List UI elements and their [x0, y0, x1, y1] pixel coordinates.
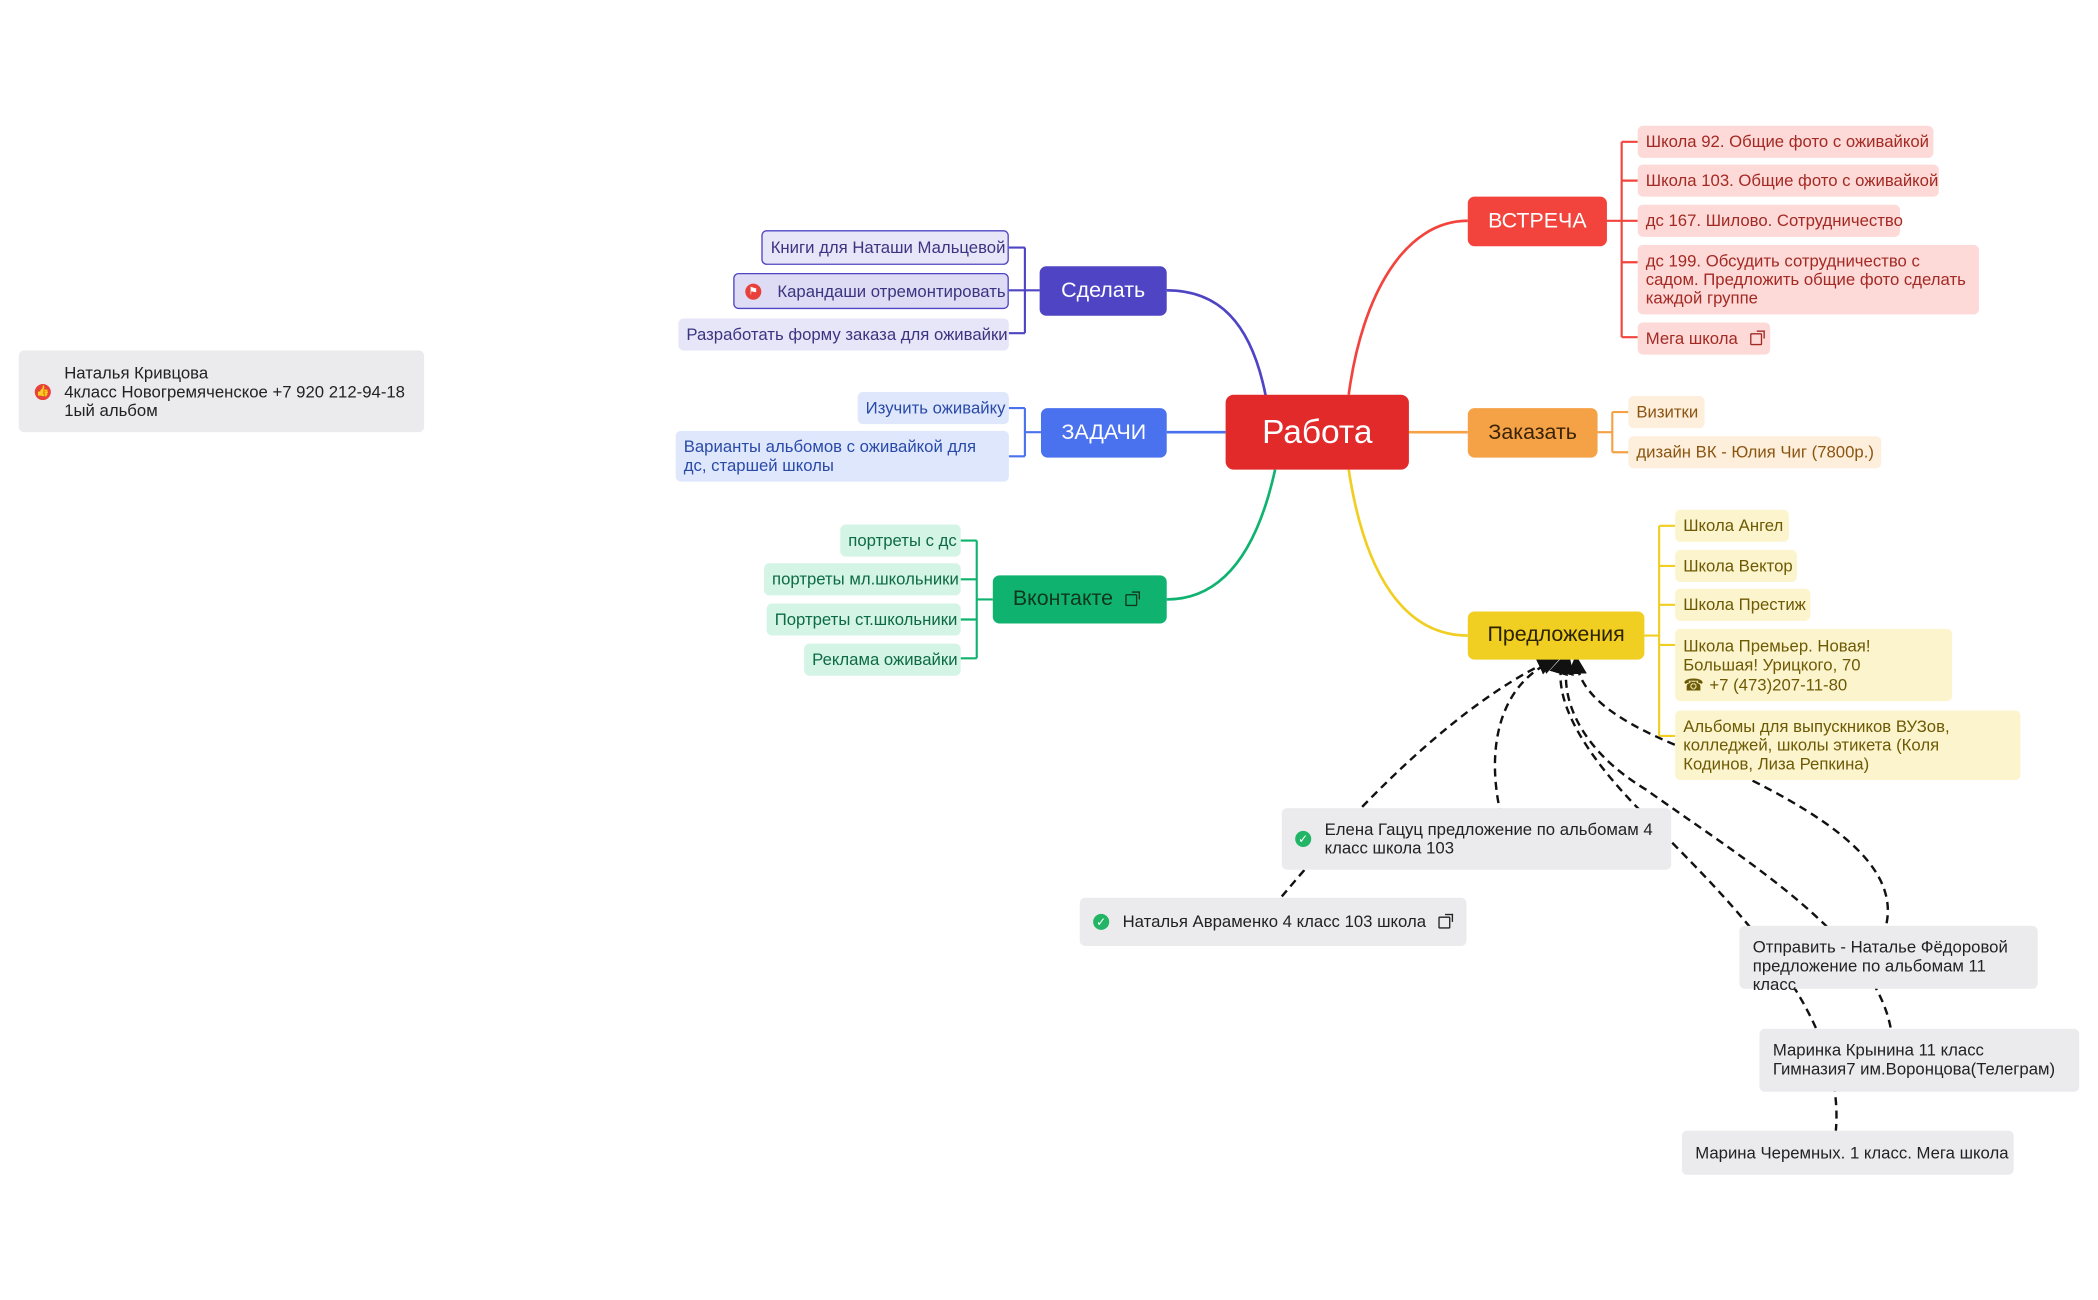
branch-vstrecha[interactable]: ВСТРЕЧА [1467, 196, 1607, 247]
link-vstrecha [1347, 219, 1468, 395]
topic-izuchit[interactable]: Изучить оживайку [857, 392, 1009, 425]
topic-shkola-prestizh-label: Школа Престиж [1683, 595, 1806, 615]
floating-natalya-krivtsova-line2: 4класс Новогремяченское +7 920 212-94-18 [64, 381, 405, 401]
floating-natalya-krivtsova-line3: 1ый альбом [64, 400, 158, 420]
central-topic-label: Работа [1262, 412, 1373, 451]
topic-knigi-label: Книги для Наташи Мальцевой [770, 238, 1006, 257]
relation-marina-ch [1549, 655, 1838, 1133]
branch-zakazat-label: Заказать [1488, 420, 1577, 444]
topic-portrety-ds[interactable]: портреты с дс [840, 524, 961, 557]
topic-ds-167[interactable]: дс 167. Шилово. Сотрудничество [1637, 204, 1903, 237]
branch-zadachi[interactable]: ЗАДАЧИ [1040, 408, 1167, 458]
external-link-icon[interactable] [1749, 329, 1765, 345]
topic-portrety-st-label: Портреты ст.школьники [774, 610, 958, 629]
topic-karandashi-label: Карандаши отремонтировать [777, 281, 1006, 301]
topic-vizitki-label: Визитки [1636, 402, 1699, 422]
topic-mega-shkola[interactable]: Мега школа [1637, 322, 1771, 355]
topic-karandashi[interactable]: ⚑ Карандаши отремонтировать [733, 272, 1009, 310]
floating-marinka-label: Маринка Крынина 11 класс Гимназия7 им.Во… [1772, 1040, 2056, 1079]
topic-dizain-vk-label: дизайн ВК - Юлия Чиг (7800р.) [1636, 442, 1874, 462]
topic-reklama-label: Реклама оживайки [812, 650, 958, 669]
floating-otpravit[interactable]: Отправить - Наталье Фёдоровой предложени… [1739, 925, 2038, 994]
floating-marina-cheremnykh-label: Марина Черемных. 1 класс. Мега школа [1695, 1143, 2009, 1163]
link-vkontakte [1166, 469, 1277, 601]
link-predlozheniya [1347, 469, 1468, 637]
thumbs-up-icon: 👍 [34, 383, 51, 400]
flag-icon: ⚑ [745, 282, 762, 300]
topic-varianty-label: Варианты альбомов с оживайкой для дс, ст… [683, 437, 977, 475]
topic-razrabotat[interactable]: Разработать форму заказа для оживайки [678, 318, 1009, 351]
topic-shkola-103-label: Школа 103. Общие фото с оживайкой [1645, 171, 1939, 190]
floating-natalya-krivtsova[interactable]: 👍 Наталья Кривцова 4класс Новогремяченск… [18, 350, 425, 433]
topic-portrety-ml[interactable]: портреты мл.школьники [763, 563, 961, 596]
topic-shkola-premier-phone-number: +7 (473)207-11-80 [1709, 675, 1848, 695]
floating-marinka[interactable]: Маринка Крынина 11 класс Гимназия7 им.Во… [1759, 1028, 2080, 1092]
topic-shkola-angel-label: Школа Ангел [1683, 516, 1784, 536]
topic-vizitki[interactable]: Визитки [1628, 396, 1705, 429]
relation-elena [1493, 656, 1561, 817]
topic-portrety-st[interactable]: Портреты ст.школьники [766, 603, 961, 636]
topic-portrety-ds-label: портреты с дс [848, 531, 957, 550]
topic-shkola-vektor-label: Школа Вектор [1683, 556, 1793, 576]
floating-marina-cheremnykh[interactable]: Марина Черемных. 1 класс. Мега школа [1681, 1130, 2014, 1175]
floating-elena-label: Елена Гацуц предложение по альбомам 4 кл… [1324, 820, 1653, 858]
topic-knigi[interactable]: Книги для Наташи Мальцевой [761, 230, 1009, 265]
phone-icon: ☎ [1683, 675, 1705, 695]
topic-shkola-premier-phone: ☎+7 (473)207-11-80 [1683, 676, 1847, 695]
relation-otpravit [1567, 654, 1890, 924]
floating-natalya-avramenko[interactable]: ✓ Наталья Авраменко 4 класс 103 школа [1079, 897, 1467, 946]
link-sdelat [1166, 289, 1268, 397]
branch-predlozheniya-label: Предложения [1487, 623, 1625, 647]
branch-vkontakte-label: Вконтакте [1012, 587, 1114, 611]
relation-marinka [1555, 654, 1892, 1028]
branch-zadachi-label: ЗАДАЧИ [1061, 420, 1147, 444]
topic-portrety-ml-label: портреты мл.школьники [772, 569, 959, 589]
external-link-icon[interactable] [1125, 590, 1140, 606]
topic-ds-167-label: дс 167. Шилово. Сотрудничество [1645, 211, 1903, 231]
topic-reklama[interactable]: Реклама оживайки [804, 643, 961, 676]
topic-shkola-angel[interactable]: Школа Ангел [1675, 509, 1789, 542]
topic-shkola-premier[interactable]: Школа Премьер. Новая! Большая! Урицкого,… [1675, 628, 1953, 702]
topic-ds-199[interactable]: дс 199. Обсудить сотрудничество с садом.… [1637, 244, 1979, 315]
topic-shkola-vektor[interactable]: Школа Вектор [1675, 549, 1797, 583]
topic-shkola-103[interactable]: Школа 103. Общие фото с оживайкой [1637, 164, 1939, 197]
central-topic[interactable]: Работа [1225, 394, 1409, 470]
topic-albomy-vuzov[interactable]: Альбомы для выпускников ВУЗов, колледжей… [1675, 710, 2021, 781]
topic-razrabotat-label: Разработать форму заказа для оживайки [686, 325, 1008, 344]
floating-otpravit-label: Отправить - Наталье Фёдоровой предложени… [1752, 937, 2008, 995]
floating-natalya-krivtsova-text: Наталья Кривцова 4класс Новогремяченское… [64, 363, 405, 419]
topic-shkola-92-label: Школа 92. Общие фото с оживайкой [1645, 132, 1930, 152]
topic-dizain-vk[interactable]: дизайн ВК - Юлия Чиг (7800р.) [1628, 436, 1882, 469]
branch-sdelat[interactable]: Сделать [1039, 266, 1167, 316]
topic-varianty[interactable]: Варианты альбомов с оживайкой для дс, ст… [675, 430, 1009, 482]
topic-shkola-prestizh[interactable]: Школа Престиж [1675, 588, 1811, 621]
branch-predlozheniya[interactable]: Предложения [1467, 611, 1645, 660]
branch-vkontakte[interactable]: Вконтакте [992, 575, 1167, 624]
check-circle-icon: ✓ [1093, 913, 1110, 930]
topic-albomy-vuzov-label: Альбомы для выпускников ВУЗов, колледжей… [1683, 717, 1950, 774]
topic-shkola-premier-label: Школа Премьер. Новая! Большая! Урицкого,… [1683, 636, 1871, 675]
branch-sdelat-label: Сделать [1061, 278, 1146, 302]
branch-zakazat[interactable]: Заказать [1467, 408, 1598, 458]
floating-natalya-krivtsova-line1: Наталья Кривцова [64, 363, 209, 382]
floating-natalya-avramenko-label: Наталья Авраменко 4 класс 103 школа [1122, 912, 1427, 932]
topic-ds-199-label: дс 199. Обсудить сотрудничество с садом.… [1645, 251, 1966, 308]
topic-izuchit-label: Изучить оживайку [865, 398, 1006, 418]
branch-vstrecha-label: ВСТРЕЧА [1488, 209, 1587, 233]
relation-natalya-a [1280, 656, 1557, 898]
topic-shkola-92[interactable]: Школа 92. Общие фото с оживайкой [1637, 125, 1934, 158]
floating-elena[interactable]: ✓ Елена Гацуц предложение по альбомам 4 … [1281, 808, 1672, 870]
topic-mega-shkola-label: Мега школа [1645, 329, 1738, 348]
external-link-icon[interactable] [1438, 913, 1453, 928]
check-circle-icon: ✓ [1295, 830, 1312, 847]
